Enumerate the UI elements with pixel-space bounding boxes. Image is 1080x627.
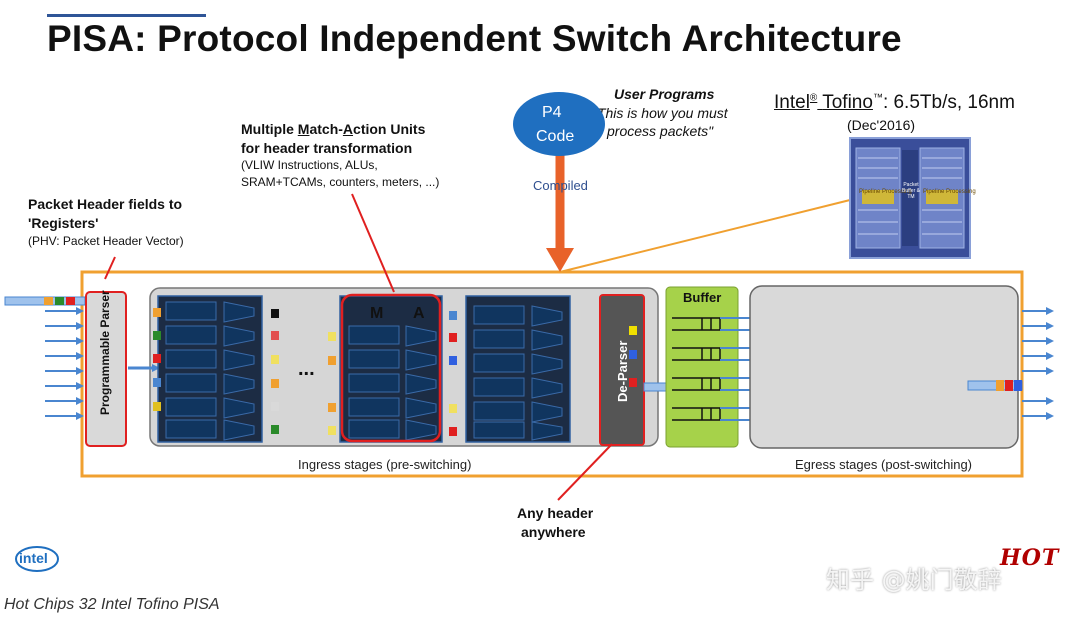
- pisa-diagram: [4, 92, 1054, 501]
- die-label-center: Packet Buffer & TM: [902, 182, 920, 200]
- chip-brand: Intel: [774, 92, 810, 113]
- any-header-1: Any header: [517, 505, 594, 521]
- die-label-right: Pipeline Processing: [923, 189, 976, 195]
- phv-pointer: [104, 256, 116, 280]
- deparser-label: De-Parser: [615, 340, 630, 402]
- phv-detail: (PHV: Packet Header Vector): [28, 234, 184, 248]
- mau-pointer: [351, 193, 395, 293]
- user-programs-quote-2: process packets": [607, 123, 714, 139]
- stages-ellipsis: ...: [298, 358, 315, 380]
- page-title: PISA: Protocol Independent Switch Archit…: [47, 18, 902, 59]
- user-programs-heading: User Programs: [614, 86, 715, 102]
- phv-heading-2: 'Registers': [28, 215, 99, 231]
- user-programs-quote-1: "This is how you must: [592, 105, 728, 121]
- tofino-die: [849, 137, 971, 259]
- egress-container: [749, 285, 1019, 449]
- stage-group-1: [157, 295, 263, 443]
- p4-code-bubble: [513, 92, 605, 156]
- mau-heading-1: Multiple Match-Action Units: [241, 121, 426, 137]
- mau-m-label: M: [370, 305, 384, 322]
- parser-label: Programmable Parser: [98, 290, 112, 415]
- deparser-pointer: [557, 443, 613, 501]
- slide: PISA: Protocol Independent Switch Archit…: [4, 14, 1060, 594]
- phv-squares-col-3: [328, 332, 336, 435]
- mau-detail-1: (VLIW Instructions, ALUs,: [241, 158, 378, 172]
- buffer-block: [665, 286, 739, 448]
- compiled-label: Compiled: [533, 178, 588, 193]
- chip-reg: ®: [809, 92, 818, 104]
- phv-squares-col-2: [271, 309, 279, 434]
- mau-heading-2: for header transformation: [241, 140, 413, 156]
- compiled-arrowhead: [546, 248, 574, 272]
- die-label-left: Pipeline Processing: [859, 189, 912, 195]
- ingress-label: Ingress stages (pre-switching): [298, 457, 472, 472]
- buffer-queues: [672, 317, 721, 421]
- mau-detail-2: SRAM+TCAMs, counters, meters, ...): [241, 175, 440, 189]
- output-arrows: [1022, 307, 1054, 420]
- parser-block: [85, 291, 127, 447]
- hot-chips-logo: HOT: [1000, 545, 1060, 571]
- chip-heading: Intel® Tofino™: 6.5Tb/s, 16nm: [774, 92, 1015, 114]
- chip-tm: ™: [872, 92, 883, 104]
- p4-label-1: P4: [542, 104, 562, 121]
- watermark: 知乎 @姚门敬辞: [826, 566, 1002, 594]
- chip-spec: : 6.5Tb/s, 16nm: [882, 92, 1015, 113]
- phv-squares-col-4: [449, 311, 457, 436]
- intel-logo: [15, 546, 59, 572]
- chip-name: Tofino: [822, 92, 873, 113]
- stage-group-2: [339, 295, 443, 443]
- buffer-label: Buffer: [683, 290, 722, 305]
- chip-date: (Dec'2016): [847, 117, 916, 133]
- title-rule: [47, 14, 206, 17]
- input-arrows: [45, 307, 84, 420]
- egress-label: Egress stages (post-switching): [795, 457, 973, 472]
- chip-connector-line: [559, 199, 851, 273]
- mau-highlight: [340, 293, 442, 443]
- mau-a-label: A: [413, 305, 425, 322]
- any-header-2: anywhere: [521, 524, 586, 540]
- egress-pipe: [967, 380, 1023, 391]
- phv-heading-1: Packet Header fields to: [28, 196, 183, 212]
- phv-squares-col-1: [153, 308, 161, 411]
- intel-logo-text: intel: [19, 550, 48, 566]
- stage-group-3: [465, 295, 571, 443]
- image-caption: Hot Chips 32 Intel Tofino PISA: [4, 596, 220, 613]
- p4-label-2: Code: [536, 128, 575, 145]
